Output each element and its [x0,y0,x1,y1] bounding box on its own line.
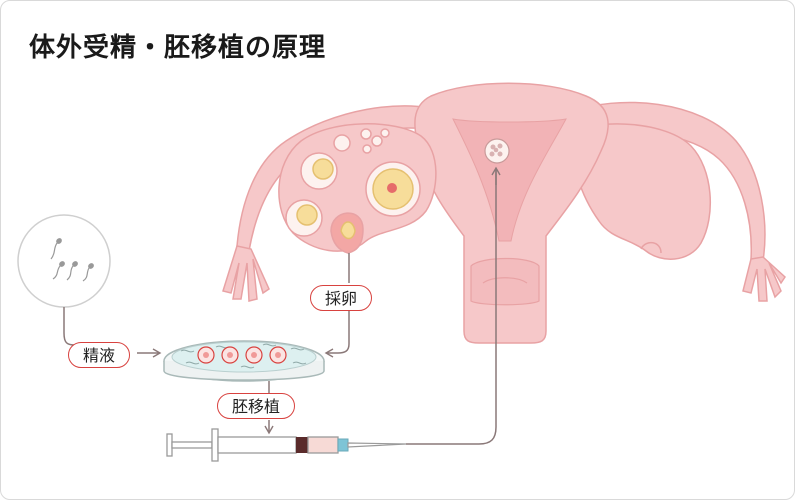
follicles [285,128,421,254]
diagram-title: 体外受精・胚移植の原理 [29,33,327,63]
right-ovary [571,123,711,260]
left-fimbriae [222,245,270,302]
semen-label: 精液 [68,342,131,368]
egg-retrieval-label: 採卵 [310,285,373,311]
uterus-illustration [222,82,786,344]
embryo-icon [484,138,510,164]
syringe [166,428,407,462]
embryo-transfer-label: 胚移植 [217,393,296,419]
right-fimbriae [742,256,786,302]
petri-dish [163,340,325,382]
cervix [470,257,540,306]
sperm-illustration [17,214,111,308]
uterine-cavity [452,118,567,242]
